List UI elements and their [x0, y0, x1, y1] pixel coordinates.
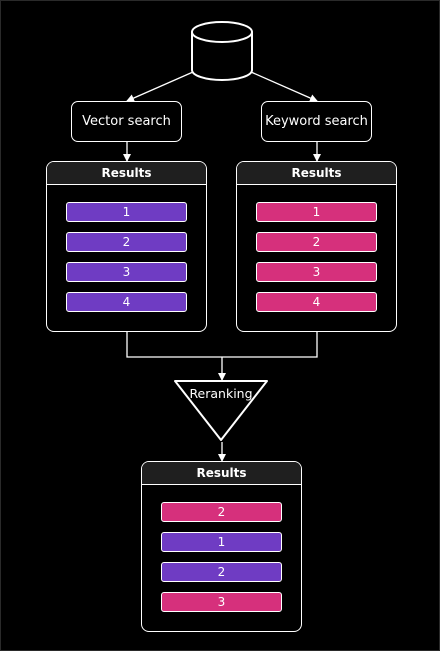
keyword-result-item: 3: [256, 262, 377, 282]
arrow-db-to-keyword: [250, 71, 318, 102]
vector-result-item: 2: [66, 232, 187, 252]
final-results-panel: Results 2 1 2 3: [141, 461, 302, 632]
keyword-results-panel: Results 1 2 3 4: [236, 161, 397, 332]
final-result-item: 2: [161, 502, 282, 522]
vector-search-node: Vector search: [71, 101, 182, 142]
final-result-item: 1: [161, 532, 282, 552]
vector-search-label: Vector search: [82, 114, 171, 129]
keyword-result-item: 2: [256, 232, 377, 252]
keyword-search-label: Keyword search: [265, 114, 368, 129]
final-result-item: 2: [161, 562, 282, 582]
keyword-result-item: 4: [256, 292, 377, 312]
keyword-results-title: Results: [237, 162, 396, 185]
arrow-db-to-vector: [126, 71, 194, 102]
reranking-label: Reranking: [189, 386, 253, 401]
vector-result-item: 4: [66, 292, 187, 312]
vector-result-item: 3: [66, 262, 187, 282]
funnel-triangle-icon: [174, 380, 268, 441]
database-icon: [191, 21, 253, 81]
keyword-search-node: Keyword search: [261, 101, 372, 142]
keyword-result-item: 1: [256, 202, 377, 222]
vector-results-panel: Results 1 2 3 4: [46, 161, 207, 332]
merge-line: [126, 331, 318, 358]
final-result-item: 3: [161, 592, 282, 612]
vector-results-title: Results: [47, 162, 206, 185]
vector-result-item: 1: [66, 202, 187, 222]
final-results-title: Results: [142, 462, 301, 485]
